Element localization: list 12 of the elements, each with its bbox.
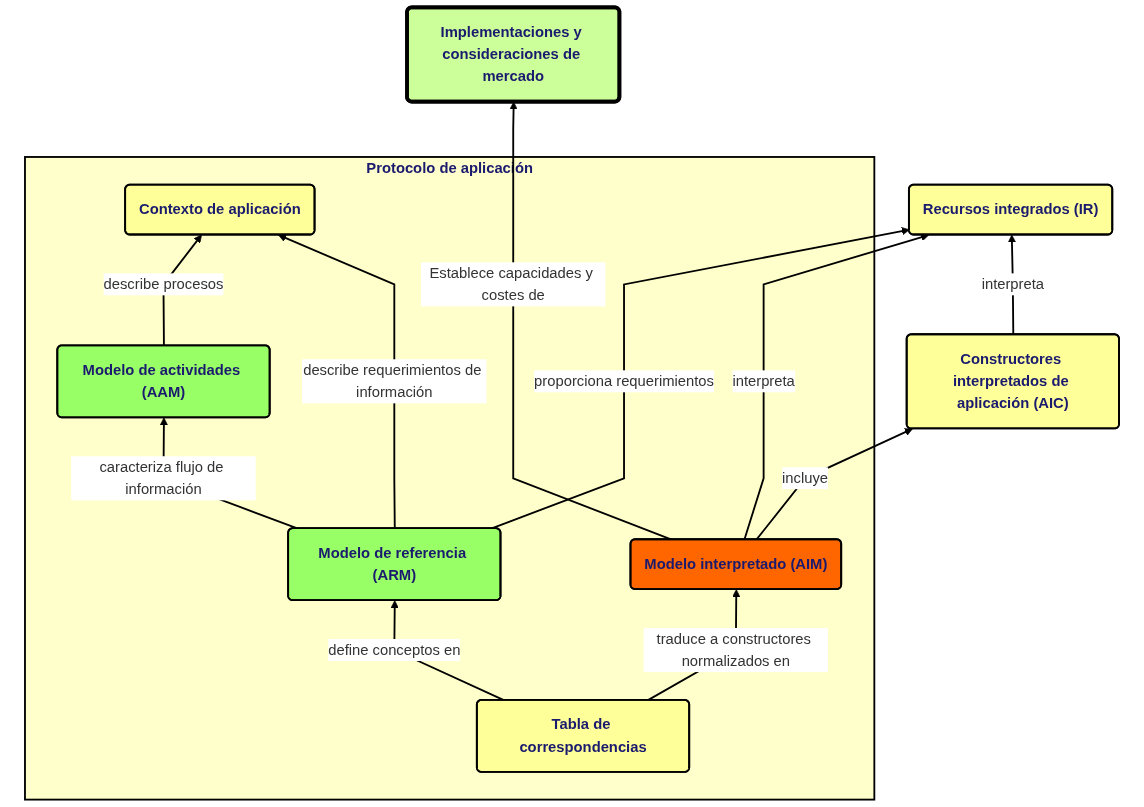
edge-label: traduce a constructores normalizados en bbox=[656, 630, 811, 669]
edge-label: proporciona requerimientos bbox=[534, 373, 714, 389]
arrow bbox=[755, 428, 913, 541]
edge-label: describe requerimientos de información bbox=[303, 361, 482, 400]
edge-label: define conceptos en bbox=[328, 641, 461, 658]
edge-label: describe procesos bbox=[103, 276, 224, 292]
arrow bbox=[743, 233, 930, 541]
edge-label: interpreta bbox=[981, 276, 1045, 292]
edge-label: incluye bbox=[782, 469, 829, 486]
edge-label: interpreta bbox=[732, 373, 795, 389]
edge-label: caracteriza flujo de información bbox=[99, 458, 224, 497]
edge-label: Establece capacidades y costes de bbox=[429, 265, 593, 303]
